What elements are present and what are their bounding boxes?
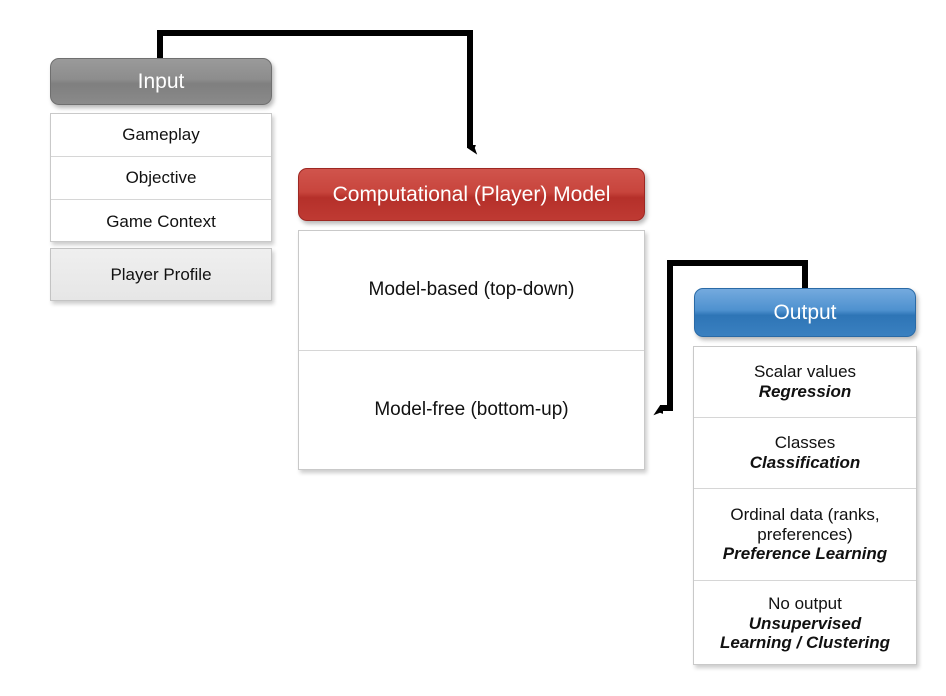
list-item[interactable]: Game Context xyxy=(51,200,271,243)
input-header[interactable]: Input xyxy=(50,58,272,105)
list-item-label: Gameplay xyxy=(122,125,200,145)
list-item[interactable]: Objective xyxy=(51,157,271,200)
list-item-label: Model-free (bottom-up) xyxy=(374,399,569,421)
model-list-card: Model-based (top-down) Model-free (botto… xyxy=(298,230,645,470)
input-list-card: Gameplay Objective Game Context xyxy=(50,113,272,242)
list-item[interactable]: Classes Classification xyxy=(694,418,916,489)
list-item-label: Objective xyxy=(125,168,197,188)
input-player-profile[interactable]: Player Profile xyxy=(50,248,272,301)
list-item-label: Scalar values xyxy=(753,362,857,382)
list-item[interactable]: Model-free (bottom-up) xyxy=(299,351,644,470)
output-list-card: Scalar values Regression Classes Classif… xyxy=(693,346,917,665)
list-item-emphasis: Preference Learning xyxy=(722,544,888,564)
list-item-emphasis: Regression xyxy=(758,382,852,401)
output-header-label: Output xyxy=(773,300,837,324)
list-item-label: No output xyxy=(768,593,842,613)
model-header[interactable]: Computational (Player) Model xyxy=(298,168,645,221)
list-item[interactable]: Gameplay xyxy=(51,114,271,157)
list-item-label: Classes xyxy=(774,433,836,453)
list-item-label-2: preferences) xyxy=(757,524,853,544)
list-item-label: Ordinal data (ranks, xyxy=(730,504,880,524)
output-header[interactable]: Output xyxy=(694,288,916,337)
list-item-label: Game Context xyxy=(106,211,216,231)
input-header-label: Input xyxy=(137,69,185,93)
list-item[interactable]: Model-based (top-down) xyxy=(299,231,644,351)
list-item-emphasis-2: Learning / Clustering xyxy=(719,633,891,653)
list-item-label: Model-based (top-down) xyxy=(368,279,575,301)
list-item[interactable]: Scalar values Regression xyxy=(694,347,916,418)
list-item-emphasis: Unsupervised xyxy=(748,613,862,633)
list-item[interactable]: No output Unsupervised Learning / Cluste… xyxy=(694,581,916,666)
player-profile-label: Player Profile xyxy=(110,264,212,284)
list-item-emphasis: Classification xyxy=(749,453,861,472)
list-item[interactable]: Ordinal data (ranks, preferences) Prefer… xyxy=(694,489,916,581)
model-header-label: Computational (Player) Model xyxy=(332,182,611,206)
